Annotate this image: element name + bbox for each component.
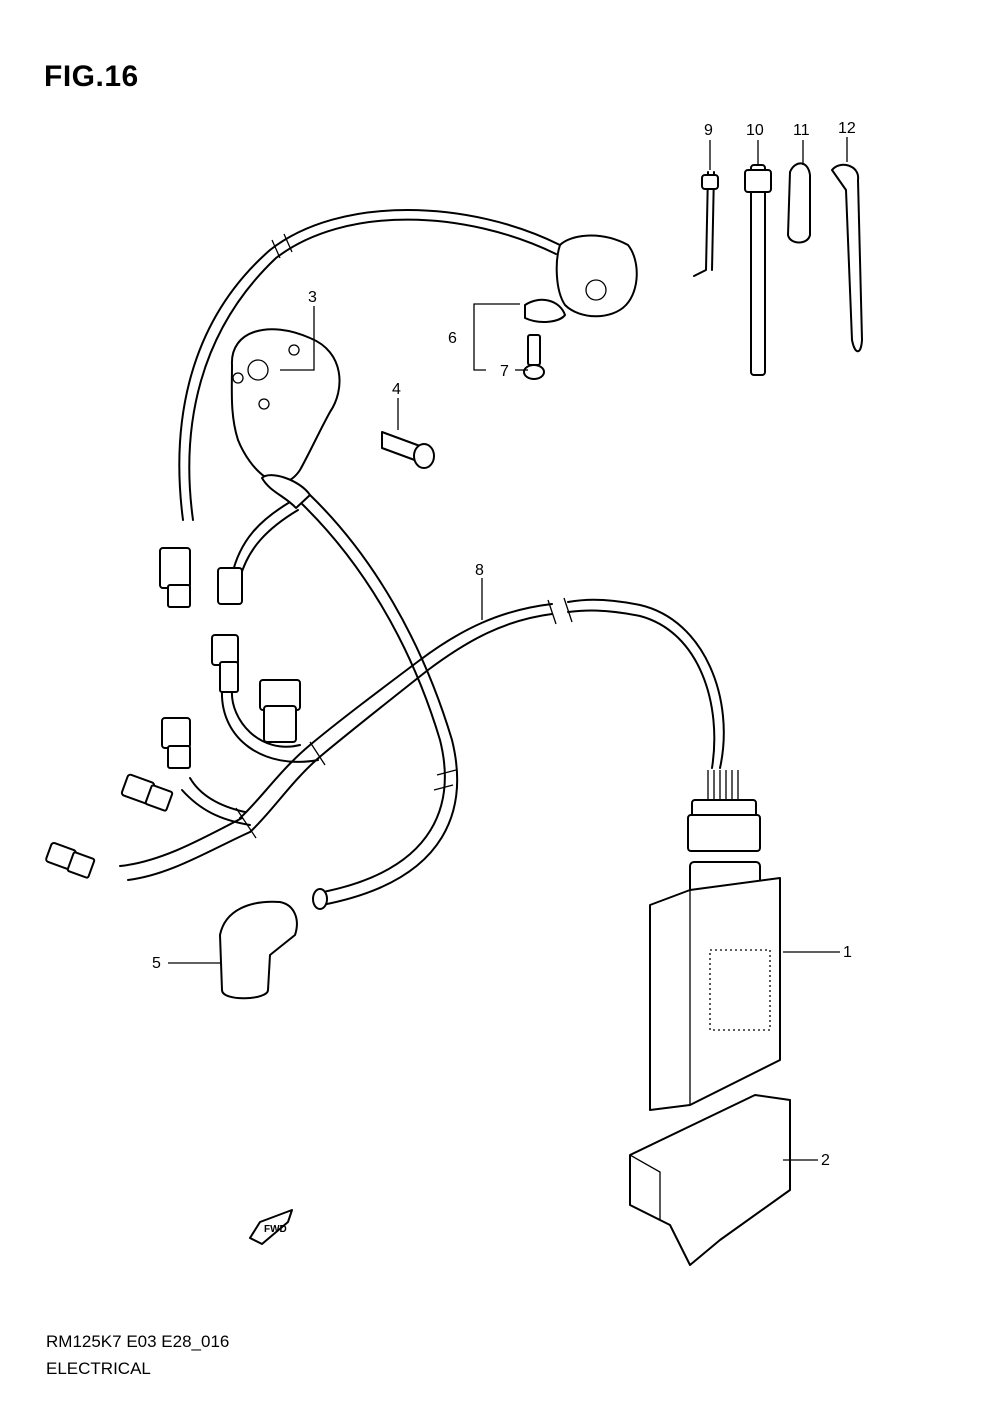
callout-11: 11 <box>793 122 810 139</box>
wiring-harness <box>119 597 725 881</box>
callout-5: 5 <box>152 955 161 972</box>
model-code: RM125K7 E03 E28_016 <box>46 1332 230 1351</box>
callout-7: 7 <box>500 363 509 380</box>
callout-1: 1 <box>843 944 852 961</box>
callout-8: 8 <box>475 562 484 579</box>
connectors <box>45 547 301 879</box>
callout-6: 6 <box>448 330 457 347</box>
callout-9: 9 <box>704 122 713 139</box>
figure-title: FIG.16 <box>44 60 139 93</box>
coil-lead <box>178 209 561 910</box>
leader-lines <box>168 137 848 1161</box>
callout-4: 4 <box>392 381 401 398</box>
callout-3: 3 <box>308 289 317 306</box>
fwd-label: FWD <box>264 1224 287 1235</box>
fwd-arrow-icon: FWD <box>249 1209 293 1245</box>
bolts <box>381 334 545 469</box>
cap <box>219 900 298 1000</box>
callouts: 1 2 3 4 5 6 7 8 9 10 11 12 <box>152 120 856 1169</box>
callout-2: 2 <box>821 1152 830 1169</box>
clamp <box>524 234 638 323</box>
callout-10: 10 <box>746 122 764 139</box>
cdi-unit <box>649 877 781 1111</box>
pickup-coil <box>230 328 341 509</box>
fasteners <box>693 162 863 376</box>
cdi-holder <box>629 1094 791 1266</box>
section-name: ELECTRICAL <box>46 1359 151 1378</box>
callout-12: 12 <box>838 120 856 137</box>
